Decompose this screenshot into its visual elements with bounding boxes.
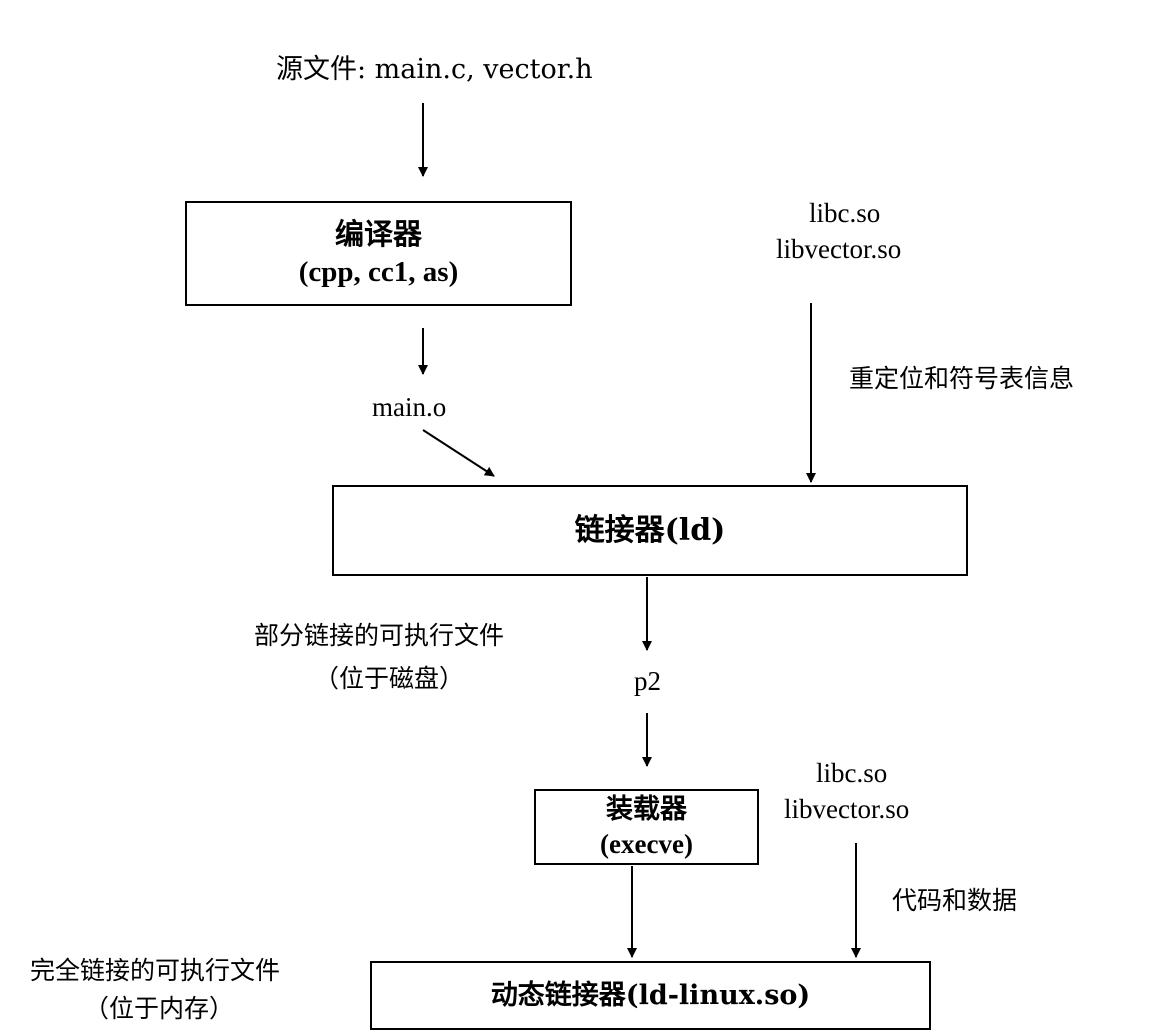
libs-top-line1: libc.so [809, 198, 881, 228]
loader-title: 装载器 [606, 793, 687, 825]
program-label: p2 [634, 666, 661, 696]
libs-bottom-line2: libvector.so [784, 794, 910, 824]
full-exec-line1: 完全链接的可执行文件 [30, 956, 281, 985]
dynamic-linker-title: 动态链接器(ld-linux.so) [490, 979, 811, 1011]
compiler-box: 编译器 (cpp, cc1, as) [185, 201, 572, 306]
loader-box: 装载器 (execve) [534, 789, 759, 865]
dynamic-linker-box: 动态链接器(ld-linux.so) [370, 961, 931, 1030]
partial-exec-line2: （位于磁盘） [314, 664, 465, 693]
full-exec-line2: （位于内存） [84, 994, 235, 1023]
arrow-object-to-linker [422, 429, 495, 477]
partial-exec-line1: 部分链接的可执行文件 [254, 621, 505, 650]
libs-top-line2: libvector.so [776, 234, 902, 264]
loader-subtitle: (execve) [600, 829, 693, 859]
compiler-subtitle: (cpp, cc1, as) [298, 255, 459, 288]
linker-box: 链接器(ld) [332, 485, 968, 576]
reloc-info-label: 重定位和符号表信息 [849, 364, 1075, 393]
libs-bottom-line1: libc.so [816, 758, 888, 788]
source-files-label: 源文件: main.c, vector.h [276, 54, 593, 85]
compiler-title: 编译器 [334, 216, 422, 251]
code-data-label: 代码和数据 [892, 886, 1018, 915]
object-file-label: main.o [372, 392, 447, 422]
linker-title: 链接器(ld) [574, 513, 726, 548]
